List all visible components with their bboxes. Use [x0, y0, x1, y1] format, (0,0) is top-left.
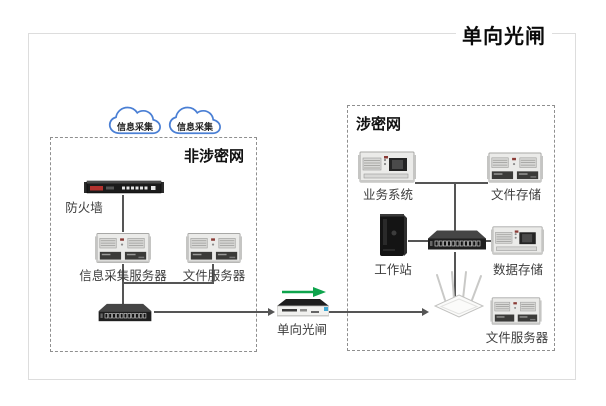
arrowhead-into-ap: [422, 308, 429, 316]
file-server-right-icon: [487, 296, 545, 326]
file-server-left-icon: [186, 231, 242, 265]
zone-title-non-classified: 非涉密网: [183, 148, 244, 165]
link-switch-ap: [454, 252, 456, 299]
cloud-info-collect-2: 信息采集: [168, 104, 222, 138]
zone-non-classified-network: 非涉密网: [50, 137, 257, 352]
link-business-filestorage: [415, 182, 488, 184]
link-bus-join: [122, 282, 214, 284]
zone-title-classified: 涉密网: [356, 116, 402, 133]
file-server-left-label: 文件服务器: [182, 269, 246, 283]
zone-classified-network: 涉密网: [347, 105, 555, 351]
link-collect-server-switch: [122, 264, 124, 306]
link-gate-ap: [329, 311, 424, 313]
switch-left-icon: [96, 303, 154, 323]
firewall-label: 防火墙: [65, 201, 103, 215]
link-top-switch: [454, 183, 456, 231]
workstation-label: 工作站: [374, 263, 412, 277]
link-switch-datastorage: [486, 240, 492, 242]
arrowhead-into-gate: [268, 308, 275, 316]
data-storage-label: 数据存储: [492, 263, 543, 277]
link-workstation-switch: [408, 240, 428, 242]
link-file-server-bus: [212, 264, 214, 284]
one-way-gate-icon: [277, 299, 329, 318]
one-way-gate-label: 单向光闸: [276, 323, 327, 337]
collect-server-icon: [95, 231, 151, 265]
switch-right-icon: [428, 229, 486, 252]
wireless-ap-icon: [433, 270, 485, 318]
cloud-info-collect-1: 信息采集: [108, 104, 162, 138]
collect-server-label: 信息采集服务器: [79, 269, 167, 283]
link-switch-gate: [154, 311, 270, 313]
file-storage-label: 文件存储: [490, 188, 541, 202]
file-storage-icon: [487, 151, 543, 184]
workstation-icon: [377, 213, 408, 257]
firewall-icon: [84, 179, 164, 195]
business-system-icon: [358, 150, 416, 184]
diagram-title: 单向光闸: [456, 20, 552, 49]
file-server-right-label: 文件服务器: [485, 331, 549, 345]
one-way-arrow-icon: [281, 286, 327, 298]
link-firewall-collect-server: [122, 195, 124, 232]
data-storage-icon: [491, 224, 544, 257]
outer-frame: [28, 33, 576, 380]
cloud-label: 信息采集: [116, 122, 153, 132]
cloud-label: 信息采集: [176, 122, 213, 132]
business-system-label: 业务系统: [362, 188, 413, 202]
